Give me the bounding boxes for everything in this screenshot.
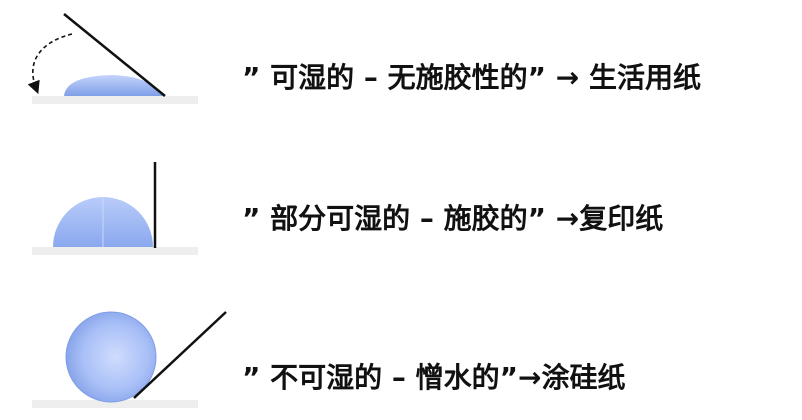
- wettable-drop-illustration: [27, 13, 198, 104]
- tangent-line-1: [63, 13, 166, 97]
- non-wettable-drop-illustration: [32, 311, 227, 408]
- partially-wettable-label: ” 部分可湿的 – 施胶的” →复印纸: [242, 202, 664, 235]
- round-drop-3: [65, 311, 157, 403]
- surface-1: [32, 96, 198, 104]
- partially-wettable-drop-illustration: [32, 162, 198, 255]
- surface-2: [32, 247, 198, 255]
- wettable-label: ” 可湿的 – 无施胶性的” → 生活用纸: [242, 61, 702, 94]
- surface-3: [32, 400, 198, 408]
- dashed-arrow: [27, 33, 73, 94]
- spread-drop-1: [64, 75, 163, 96]
- non-wettable-label: ” 不可湿的 – 憎水的”→涂硅纸: [242, 361, 626, 394]
- tangent-line-3: [133, 311, 227, 399]
